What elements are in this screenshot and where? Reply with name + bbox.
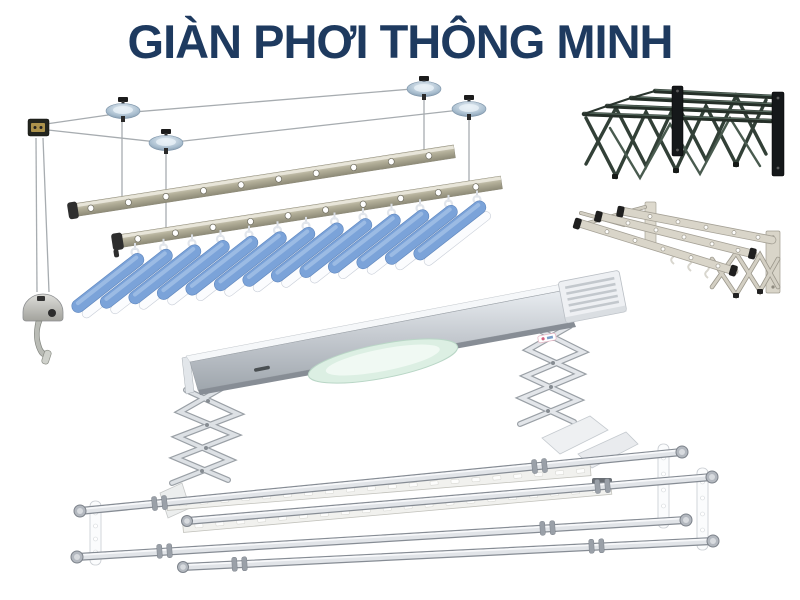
hand-crank-winder [22, 293, 64, 365]
electric-drying-rack-image [70, 270, 720, 573]
pulley-dome [406, 76, 442, 100]
wall-accordion-rack-dark-image [581, 85, 785, 181]
drying-rod [73, 445, 689, 518]
drying-rod [181, 470, 719, 527]
pulley-dome [451, 95, 487, 120]
wall-plates [671, 85, 785, 177]
ceiling-pulley-drying-rack-image [22, 76, 503, 365]
motor-body [181, 270, 627, 395]
led-light [307, 338, 459, 384]
drying-rail-bottom [111, 175, 503, 258]
vent-grille [558, 270, 627, 324]
ceiling-pulley-domes [105, 76, 487, 154]
wall-accordion-rack-cream-image [572, 201, 781, 300]
drying-rod [177, 534, 720, 573]
drying-bars [572, 205, 777, 277]
drying-rail-top [67, 144, 456, 220]
drying-rods [70, 445, 720, 573]
sensor-slot [254, 365, 270, 372]
left-scissor-arm [168, 385, 246, 486]
rack-feet [612, 162, 739, 179]
corner-bracket [27, 118, 50, 137]
hanging-straps [89, 443, 709, 566]
brand-mark [537, 332, 557, 344]
page-title: GIÀN PHƠI THÔNG MINH [127, 15, 674, 68]
pulley-dome [148, 129, 184, 154]
drying-rod [70, 513, 693, 564]
pulley-dome [105, 97, 141, 122]
